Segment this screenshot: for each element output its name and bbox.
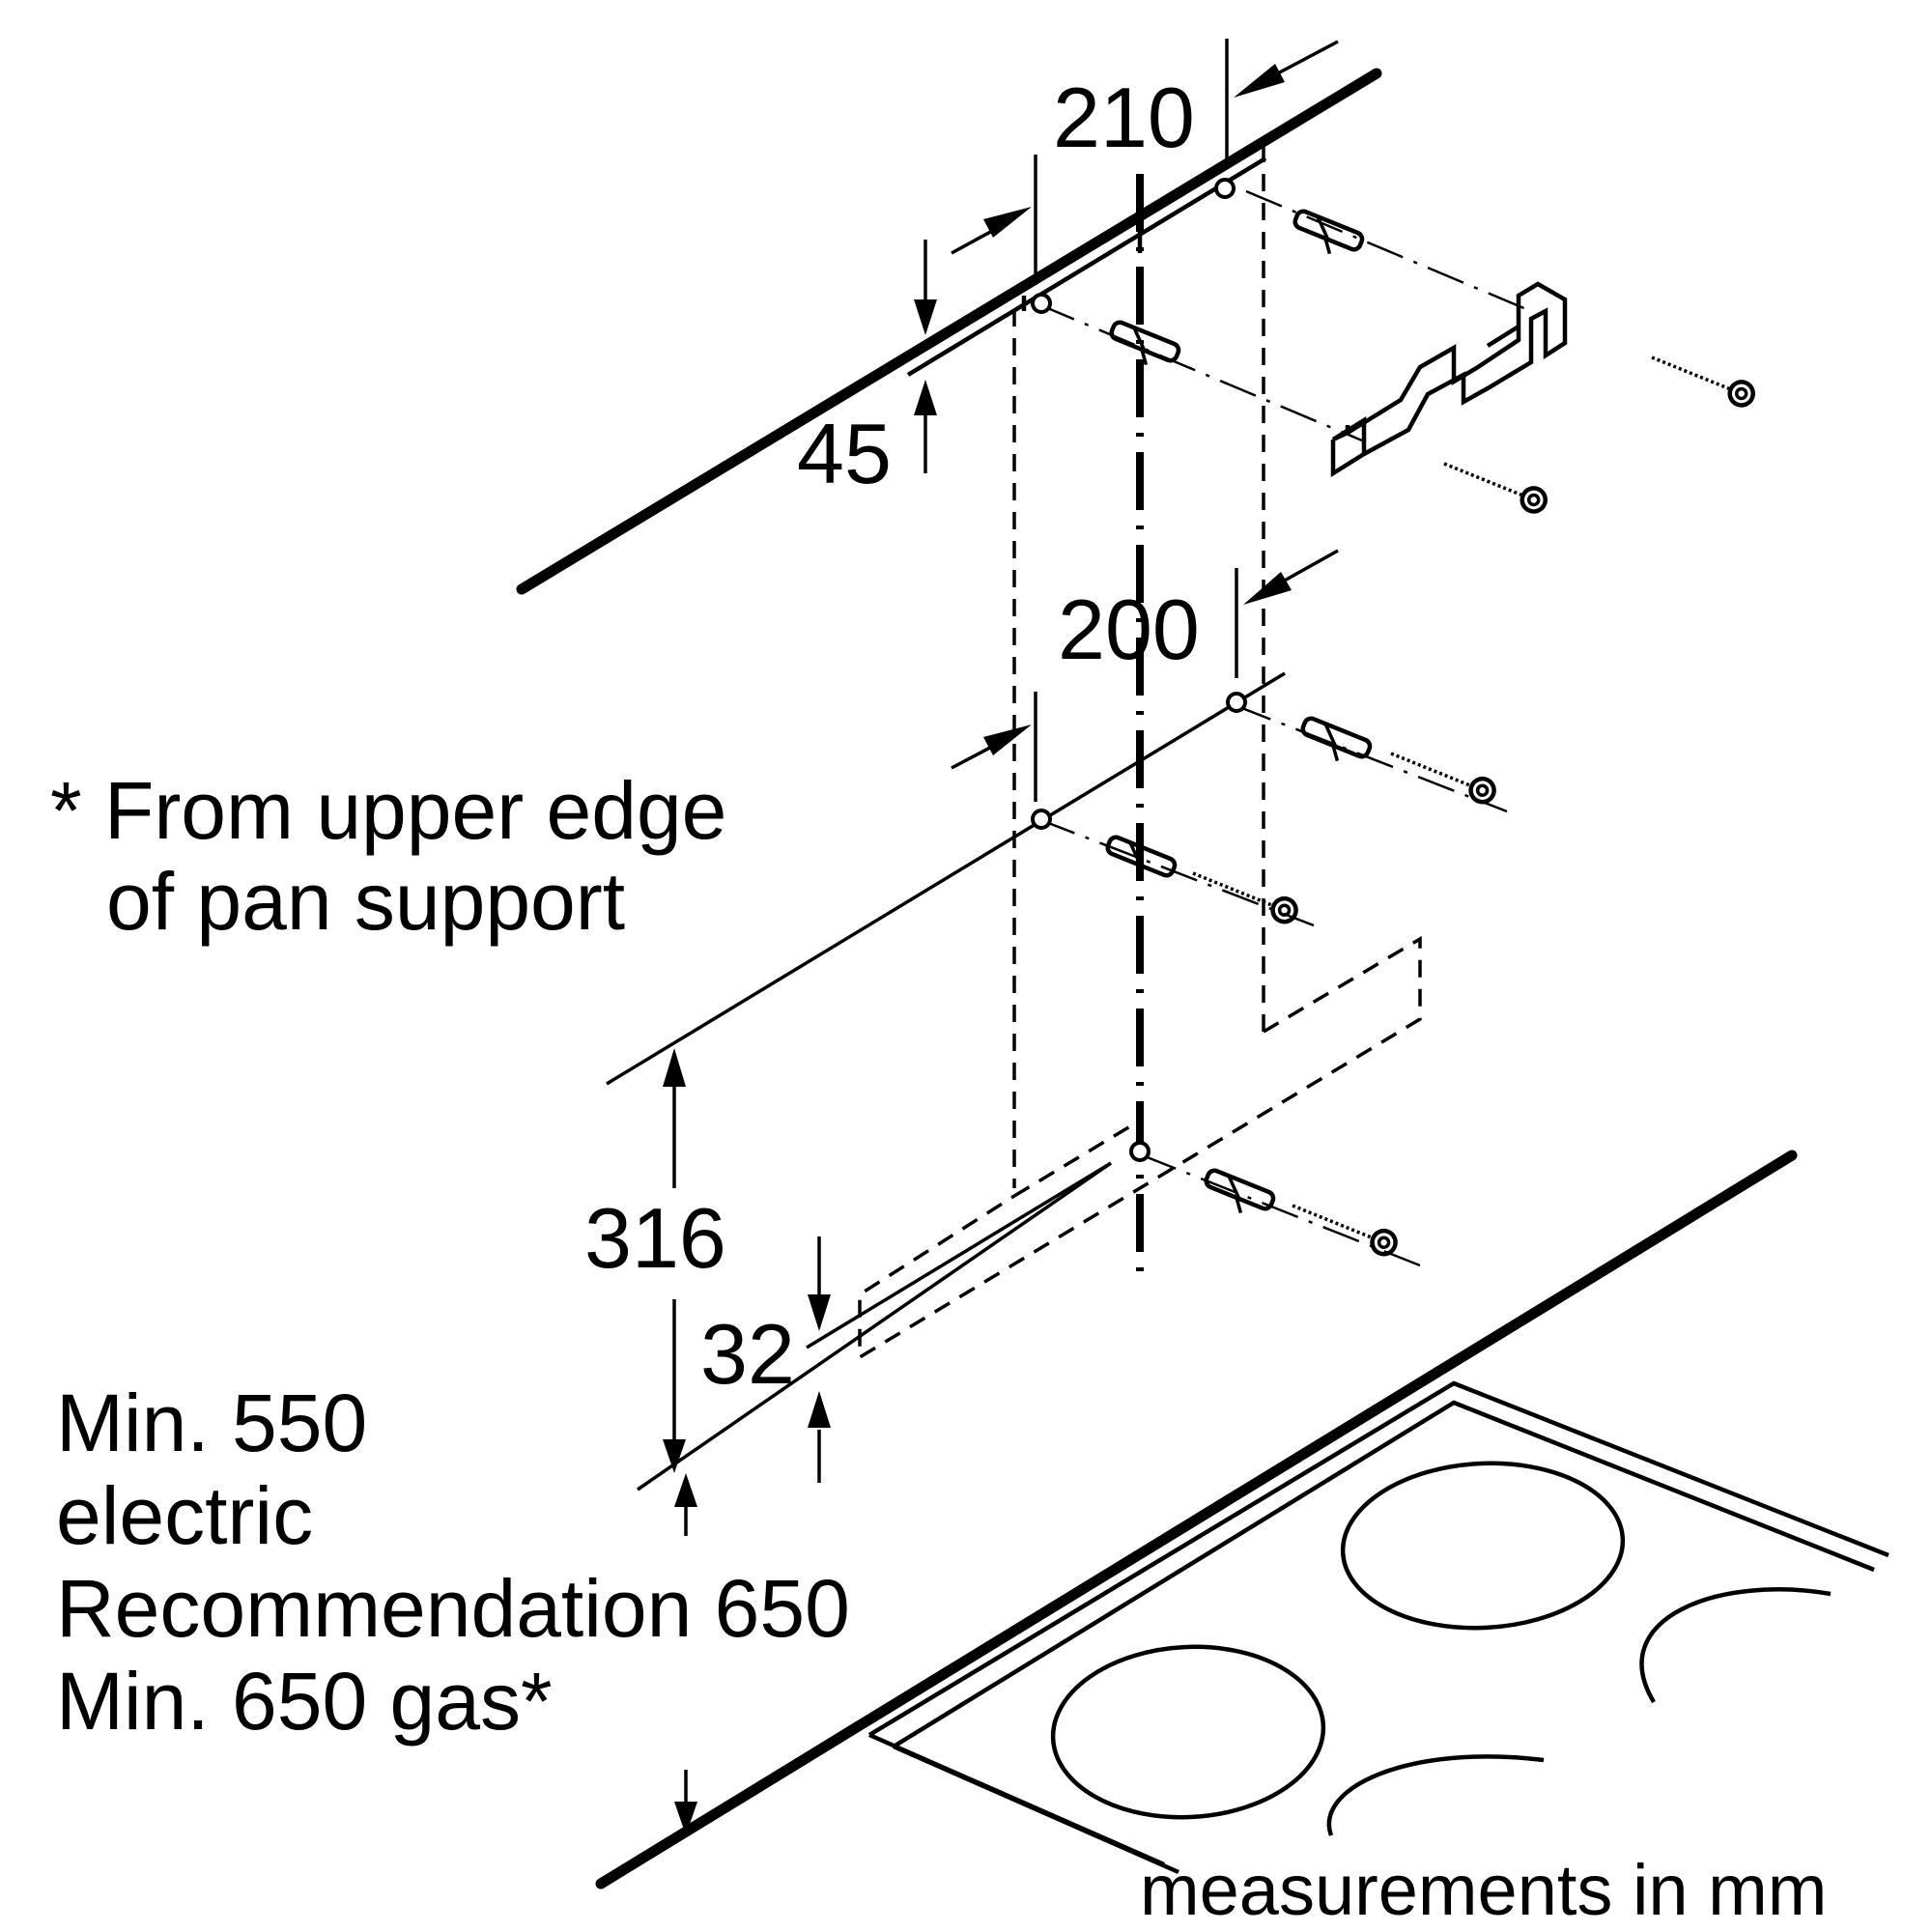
dimension-45: 45: [797, 406, 892, 501]
bracket-icon: [1330, 281, 1568, 478]
dimension-210: 210: [1053, 70, 1195, 165]
mounting-line: [606, 671, 1286, 1086]
min-gas-label: Min. 650 gas*: [56, 1656, 553, 1747]
electric-label: electric: [56, 1470, 313, 1561]
ceiling-edge: [516, 68, 1382, 595]
footnote-line-1: * From upper edge: [50, 765, 726, 856]
recommendation-label: Recommendation 650: [56, 1563, 850, 1654]
drill-holes: [1031, 178, 1247, 1162]
wall-plug-icon: [1105, 209, 1373, 1214]
footnote-line-2: of pan support: [106, 856, 625, 947]
screw-icon: [1192, 355, 1755, 1257]
min-electric-label: Min. 550: [56, 1378, 367, 1468]
dimension-316: 316: [584, 1190, 726, 1286]
hood-bottom-line: [637, 1161, 1112, 1492]
dimension-32: 32: [700, 1306, 795, 1402]
dimension-200: 200: [1058, 582, 1200, 677]
hob-icon: [595, 1150, 1889, 1889]
units-label: measurements in mm: [1140, 1850, 1827, 1930]
arrow-icon: [663, 39, 1339, 1835]
